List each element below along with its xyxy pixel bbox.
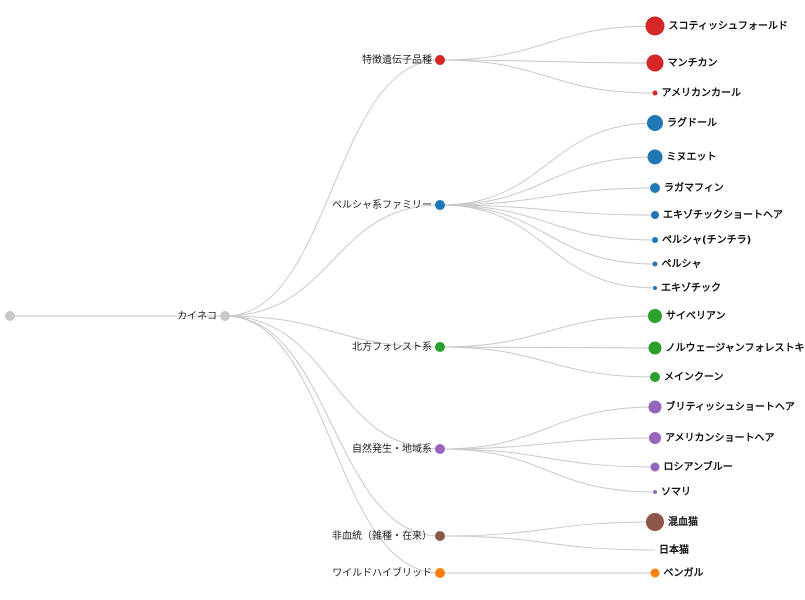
leaf-label: ペルシャ [662,258,702,270]
leaf-node [648,309,662,323]
leaf-node [653,286,657,290]
link-group-leaf [439,59,656,94]
leaf-node [653,490,657,494]
leaf-label: ペルシャ(チンチラ) [662,234,751,246]
leaf-node [650,568,660,578]
tree-links [9,25,656,574]
group-label: 非血統（雑種・在来） [332,529,432,542]
leaf-node [650,183,660,193]
leaf-label: サイベリアン [666,310,726,322]
leaf-node [647,149,663,165]
leaf-node [652,90,658,96]
link-group-leaf [439,122,656,206]
leaf-label: 混血猫 [668,515,698,528]
leaf-label: メインクーン [664,371,724,383]
leaf-label: ラグドール [667,116,717,129]
link-group-leaf [439,25,656,61]
kaineko-label: カイネコ [177,310,217,322]
leaf-label: ラガマフィン [664,181,724,194]
leaf-node [649,432,661,444]
leaf-node [647,115,663,131]
leaf-label: ソマリ [661,486,691,498]
link-group-leaf [439,346,656,378]
group-node [435,342,445,352]
link-kaineko-group [224,204,441,317]
link-group-leaf [439,187,656,206]
leaf-node [650,462,660,472]
group-label: ワイルドハイブリッド [332,566,432,579]
link-group-leaf [439,406,656,450]
leaf-node [652,261,658,267]
kaineko-node [220,311,230,321]
link-group-leaf [439,204,656,241]
group-label: 北方フォレスト系 [352,340,432,353]
link-group-leaf [439,346,656,349]
link-group-leaf [439,521,656,537]
link-group-leaf [439,156,656,206]
group-label: ペルシャ系ファミリー [332,199,432,211]
link-group-leaf [439,59,656,64]
leaf-label: アメリカンカール [662,87,742,99]
leaf-label: アメリカンショートヘア [665,432,775,444]
link-group-leaf [439,204,656,265]
leaf-node [646,54,664,72]
link-group-leaf [439,535,656,551]
link-kaineko-group [224,315,441,450]
leaf-label: ベンガル [664,566,704,579]
group-node [435,568,445,578]
leaf-label: エキゾチック [661,281,721,294]
group-node [435,200,445,210]
leaf-label: 日本猫 [659,543,689,556]
link-kaineko-group [224,315,441,574]
group-label: 特徴遺伝子品種 [362,53,432,66]
link-group-leaf [439,204,656,289]
leaf-label: マンチカン [668,57,718,69]
leaf-node [645,16,665,36]
leaf-label: ミヌエット [667,151,717,163]
group-node [435,531,445,541]
leaf-node [648,400,662,414]
group-node [435,55,445,65]
link-kaineko-group [224,59,441,317]
leaf-label: ブリティッシュショートヘア [666,400,795,413]
leaf-node [650,372,660,382]
link-kaineko-group [224,315,441,537]
link-group-leaf [439,448,656,468]
link-group-leaf [439,448,656,493]
group-node [435,444,445,454]
leaf-label: ロシアンブルー [664,460,733,473]
link-group-leaf [439,315,656,348]
link-group-leaf [439,437,656,450]
link-kaineko-group [224,315,441,348]
leaf-node [648,341,662,355]
leaf-node [651,211,659,219]
group-label: 自然発生・地域系 [352,442,432,455]
leaf-node [652,237,658,243]
root-node [5,311,15,321]
leaf-label: スコティッシュフォールド [669,20,788,32]
leaf-label: エキゾチックショートヘア [663,208,783,221]
leaf-label: ノルウェージャンフォレストキャット [666,342,805,354]
link-group-leaf [439,204,656,216]
leaf-node [646,513,664,531]
